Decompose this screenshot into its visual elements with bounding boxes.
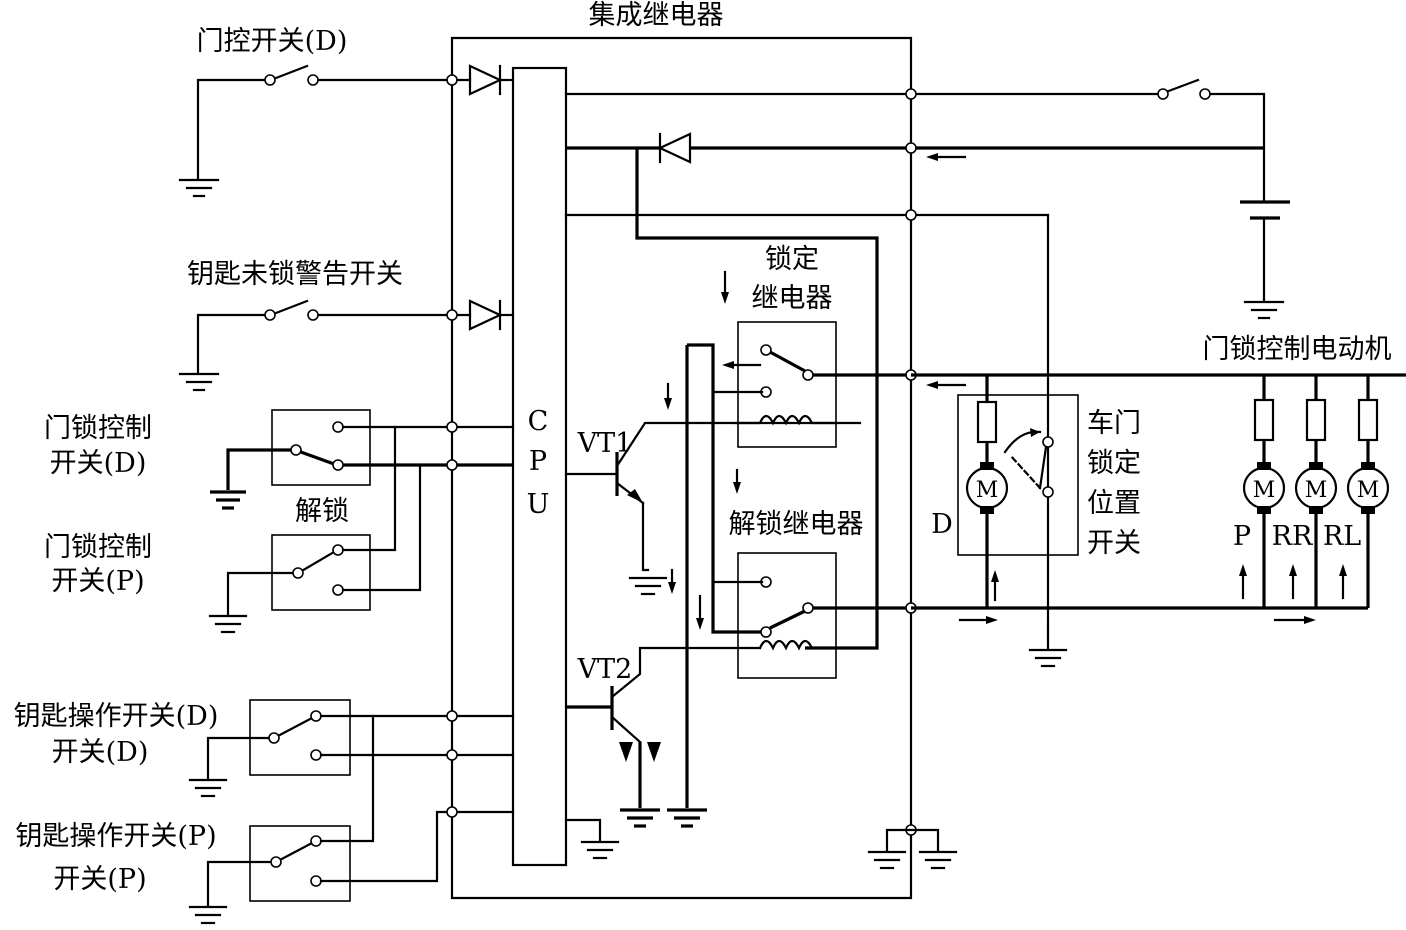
door-lock-switch-d-label-1: 门锁控制 <box>44 413 152 444</box>
door-lock-switch-d <box>210 409 515 510</box>
key-op-switch-d-label-2: 开关(D) <box>52 737 149 768</box>
vt1-label: VT1 <box>577 428 633 459</box>
motor-rr <box>1294 375 1338 608</box>
motor-rr-symbol: M <box>1305 478 1328 503</box>
motor-d-label: D <box>931 509 953 540</box>
key-warning-switch-label: 钥匙未锁警告开关 <box>187 259 403 290</box>
lock-relay-label-2: 继电器 <box>752 283 833 314</box>
key-op-switch-p-label-2: 开关(P) <box>53 864 146 895</box>
position-switch-label-1: 车门 <box>1087 408 1141 439</box>
key-operation-switch-p <box>188 714 515 925</box>
key-operation-switch-d <box>188 699 515 798</box>
motor-rl-symbol: M <box>1357 478 1380 503</box>
door-switch-d-label: 门控开关(D) <box>197 26 348 57</box>
door-lock-switch-p-label-1: 门锁控制 <box>44 532 152 563</box>
position-switch-label-4: 开关 <box>1087 528 1141 559</box>
door-lock-switch-p-label-2: 开关(P) <box>51 566 144 597</box>
unlock-relay <box>711 552 911 679</box>
integrated-relay-label: 集成继电器 <box>589 0 724 31</box>
vt2-label: VT2 <box>577 654 633 685</box>
flow-arrows <box>619 153 1347 762</box>
left-junctions <box>446 74 458 818</box>
position-switch-label-3: 位置 <box>1087 488 1141 519</box>
key-warning-switch <box>178 299 515 392</box>
motor-p-label: P <box>1233 521 1251 552</box>
motor-rl-label: RL <box>1323 521 1361 552</box>
lock-relay-label-1: 锁定 <box>765 244 819 275</box>
motor-rr-label: RR <box>1272 521 1313 552</box>
integrated-relay-frame <box>450 36 913 900</box>
labels: 集成继电器 门控开关(D) 钥匙未锁警告开关 门锁控制 开关(D) 解锁 门锁控… <box>14 0 1392 895</box>
position-switch-label-2: 锁定 <box>1087 448 1141 479</box>
door-lock-motor-label: 门锁控制电动机 <box>1203 334 1392 365</box>
unlock-label: 解锁 <box>295 496 349 527</box>
motor-p <box>1242 375 1286 608</box>
cpu-label-u: U <box>527 489 550 520</box>
door-lock-switch-p <box>208 425 422 634</box>
door-switch-d <box>178 64 515 198</box>
motor-d-assembly <box>957 375 1079 608</box>
unlock-relay-label: 解锁继电器 <box>729 509 864 540</box>
door-lock-switch-d-label-2: 开关(D) <box>50 448 147 479</box>
key-op-switch-p-label-1: 钥匙操作开关(P) <box>15 821 216 852</box>
battery <box>1240 200 1290 320</box>
cpu-label-p: P <box>529 446 547 477</box>
motor-p-symbol: M <box>1253 478 1276 503</box>
cpu-label-c: C <box>528 406 549 437</box>
motor-rl <box>1346 375 1390 608</box>
cpu-right-wiring <box>564 78 1266 808</box>
motor-d-symbol: M <box>976 478 999 503</box>
grounds <box>564 576 1068 870</box>
key-op-switch-d-label-1: 钥匙操作开关(D) <box>14 701 219 732</box>
